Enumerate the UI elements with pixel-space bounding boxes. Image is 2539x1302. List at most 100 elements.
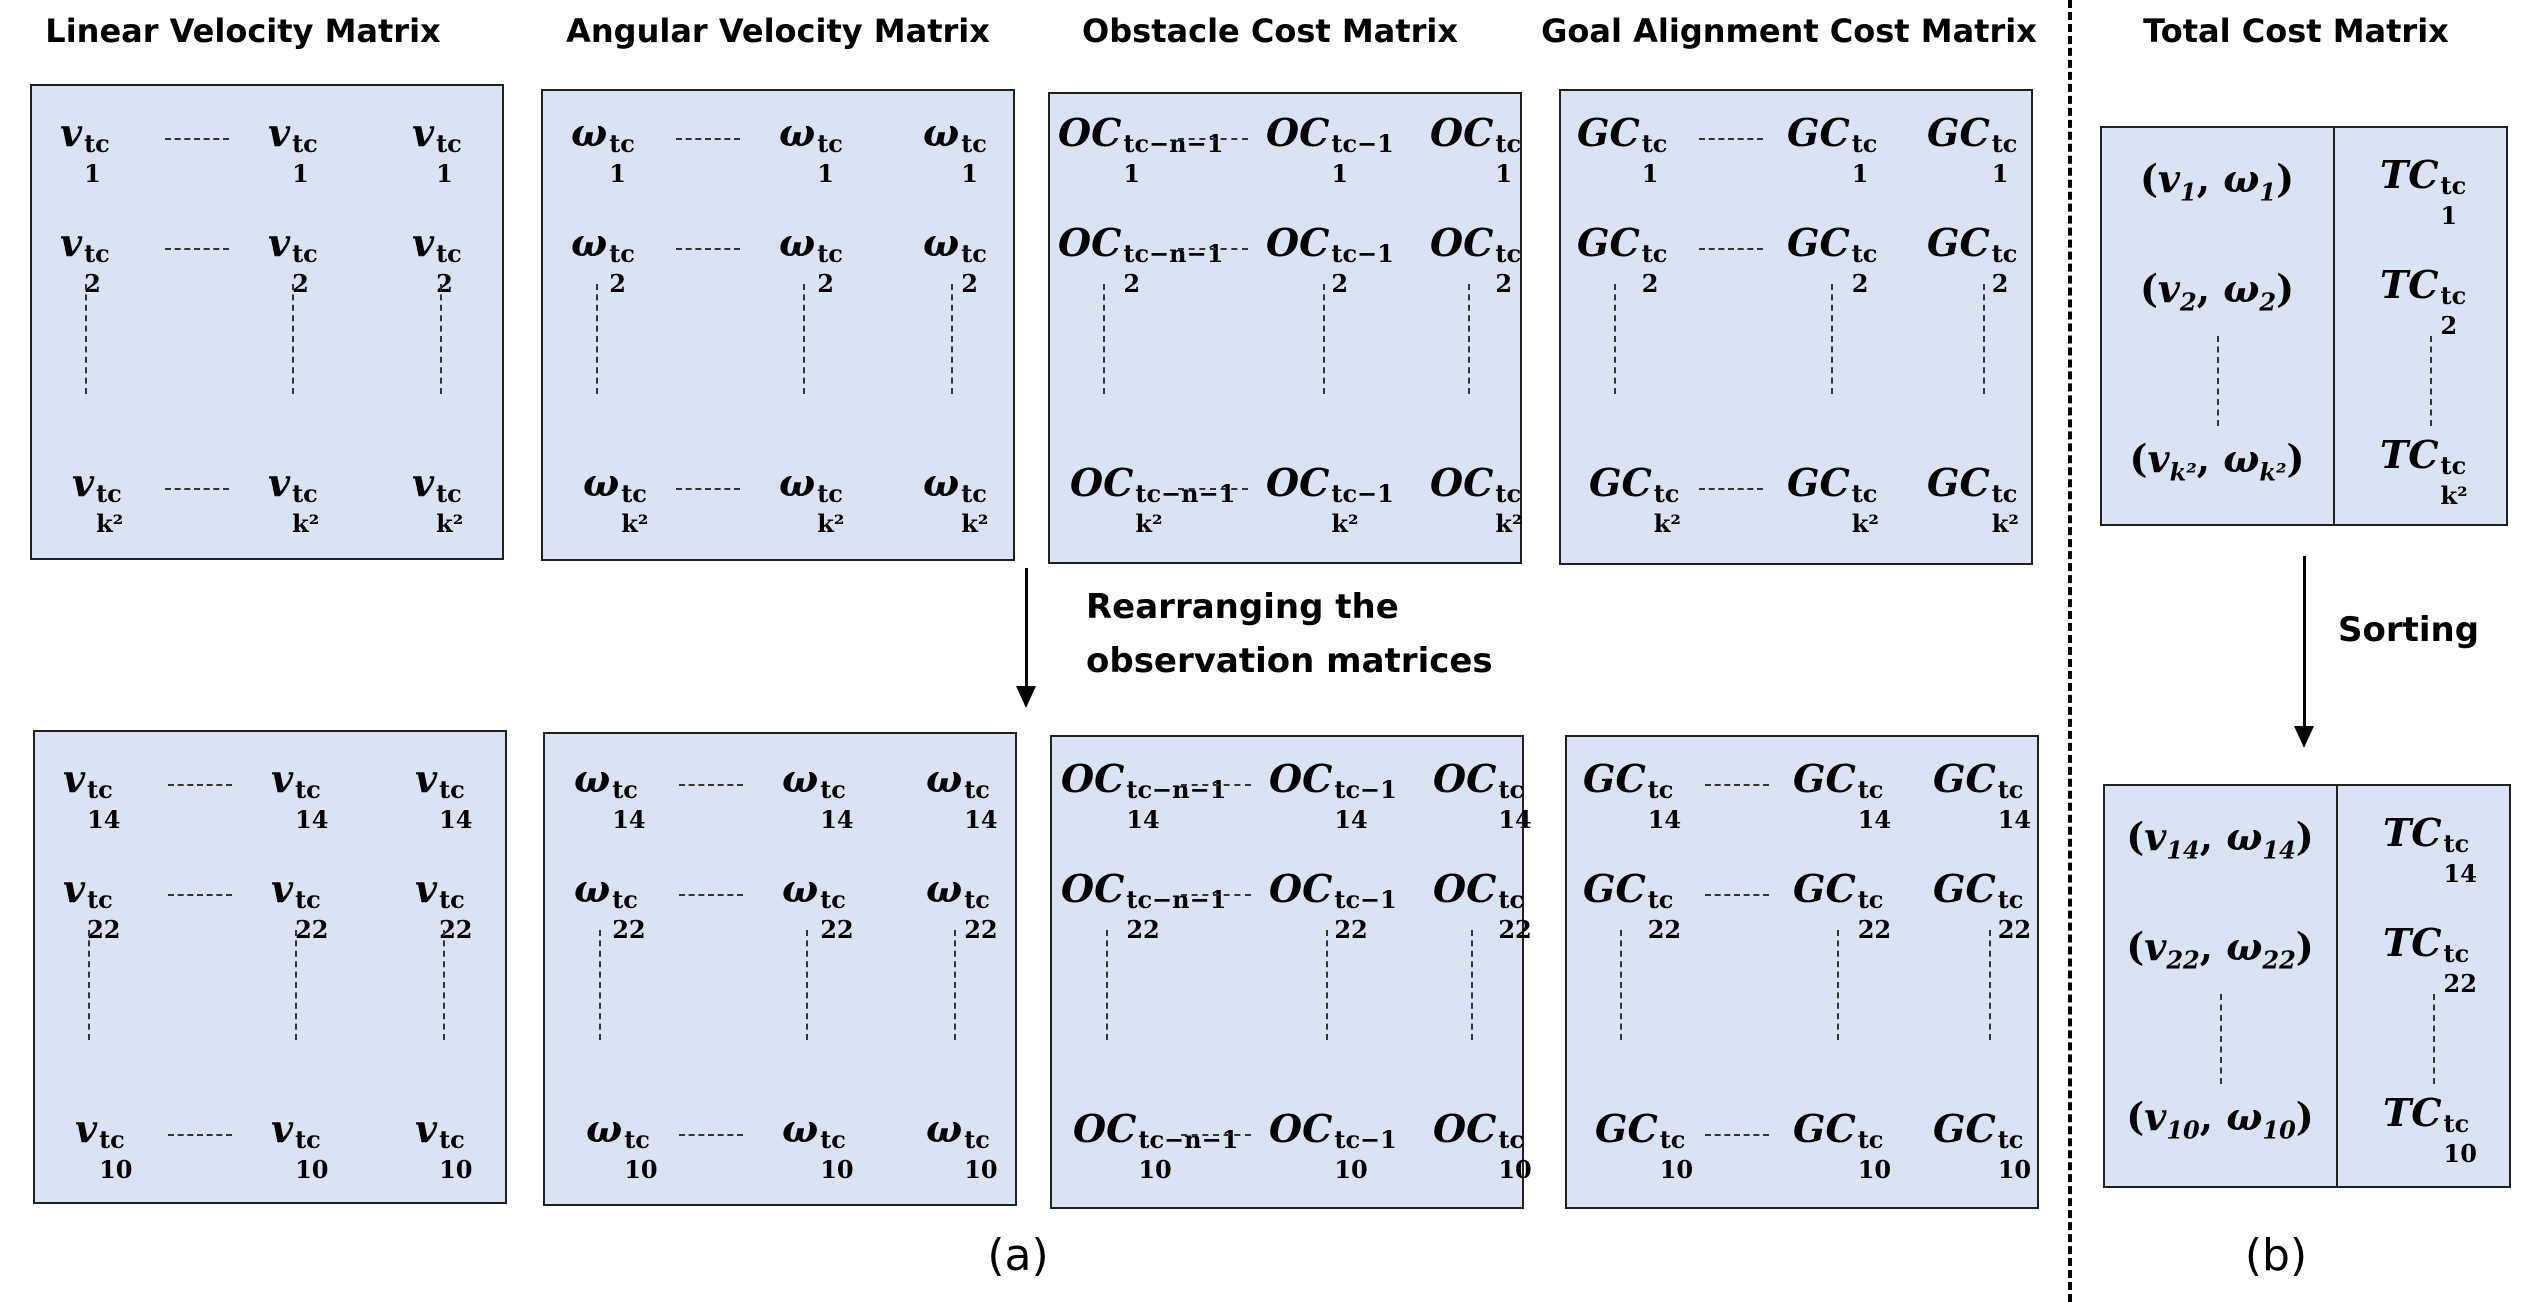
angular-w-top-r1c1-symbol: ω bbox=[571, 110, 608, 155]
total-cost-matrix-title: Total Cost Matrix bbox=[2143, 12, 2449, 50]
linear-v-bottom-r1c1-symbol: v bbox=[63, 756, 86, 801]
angular-w-bottom-r1c3-superscript: tc bbox=[964, 775, 990, 804]
goal-alignment-cost-matrix-top bbox=[1559, 89, 2033, 565]
pair-symbol: v bbox=[2144, 924, 2167, 969]
total-sorted-tc-1-subscript: 14 bbox=[2443, 859, 2477, 888]
linear-v-top-r3c1-superscript: tc bbox=[96, 479, 122, 508]
obstacle-oc-bottom-r2c2-superscript: tc−1 bbox=[1334, 885, 1397, 914]
pair-subscript: 22 bbox=[2262, 945, 2296, 975]
pair-symbol: ω bbox=[2223, 156, 2260, 201]
goal-gc-bottom-r1c1-subscript: 14 bbox=[1647, 805, 1682, 834]
pair-subscript: 2 bbox=[2180, 287, 2197, 317]
angular-w-top-r2c2-superscript: tc bbox=[817, 239, 843, 268]
obstacle-oc-top-r1c1-superscript: tc−n−1 bbox=[1123, 129, 1224, 158]
obstacle-oc-top-r1c1-subscript: 1 bbox=[1123, 159, 1141, 188]
angular-w-top-r1c3-subscript: 1 bbox=[961, 159, 978, 188]
obstacle-oc-bottom-r1c1-superscript: tc−n−1 bbox=[1126, 775, 1227, 804]
angular-velocity-matrix-top bbox=[541, 89, 1015, 561]
ellipsis-dash-vertical bbox=[440, 284, 442, 394]
total-top-tc-3-subscript: k² bbox=[2440, 481, 2468, 510]
angular-velocity-matrix-title: Angular Velocity Matrix bbox=[566, 12, 990, 50]
goal-gc-top-r3c2-superscript: tc bbox=[1851, 479, 1878, 508]
ellipsis-dash-vertical bbox=[596, 284, 598, 394]
ellipsis-dash-vertical bbox=[2220, 994, 2222, 1084]
obstacle-oc-bottom-r1c2-superscript: tc−1 bbox=[1334, 775, 1397, 804]
linear-v-top-r2c2-superscript: tc bbox=[292, 239, 318, 268]
angular-w-top-r1c2-symbol: ω bbox=[779, 110, 816, 155]
angular-w-bottom-r3c2-symbol: ω bbox=[782, 1106, 819, 1151]
angular-w-top-r3c2-subscript: k² bbox=[817, 509, 845, 538]
angular-w-bottom-r2c3-symbol: ω bbox=[926, 866, 963, 911]
linear-v-bottom-r2c1-subscript: 22 bbox=[87, 915, 121, 944]
ellipsis-dash-horizontal bbox=[165, 138, 229, 140]
total-cost-separator-top bbox=[2333, 126, 2335, 526]
linear-v-top-r1c3-superscript: tc bbox=[436, 129, 462, 158]
pair-symbol: ω bbox=[2226, 924, 2263, 969]
angular-w-bottom-r2c1-superscript: tc bbox=[612, 885, 638, 914]
linear-v-top-r2c3-subscript: 2 bbox=[436, 269, 453, 298]
obstacle-oc-top-r2c1-symbol: OC bbox=[1058, 220, 1122, 265]
linear-v-top-r1c3-subscript: 1 bbox=[436, 159, 453, 188]
obstacle-cost-matrix-bottom bbox=[1050, 735, 1524, 1209]
angular-w-top-r2c2-subscript: 2 bbox=[817, 269, 834, 298]
angular-w-top-r2c3-symbol: ω bbox=[923, 220, 960, 265]
obstacle-oc-bottom-r1c1-symbol: OC bbox=[1061, 756, 1125, 801]
angular-w-bottom-r2c2-symbol: ω bbox=[782, 866, 819, 911]
total-sorted-pair-3: (v10, ω10) bbox=[2126, 1094, 2314, 1145]
angular-w-bottom-r1c3-symbol: ω bbox=[926, 756, 963, 801]
section-divider bbox=[2068, 0, 2072, 1302]
obstacle-oc-bottom-r2c3-subscript: 22 bbox=[1498, 915, 1532, 944]
pair-subscript: 1 bbox=[2259, 177, 2277, 207]
linear-v-top-r3c3-subscript: k² bbox=[436, 509, 464, 538]
total-top-tc-1-subscript: 1 bbox=[2440, 201, 2458, 230]
obstacle-oc-top-r3c2-symbol: OC bbox=[1266, 460, 1330, 505]
linear-v-bottom-r2c2-superscript: tc bbox=[295, 885, 321, 914]
linear-v-bottom-r2c3-superscript: tc bbox=[439, 885, 465, 914]
goal-gc-bottom-r3c2-subscript: 10 bbox=[1857, 1155, 1892, 1184]
rearrange-label-line1: Rearranging the bbox=[1086, 587, 1399, 627]
goal-gc-top-r2c2-subscript: 2 bbox=[1851, 269, 1869, 298]
obstacle-oc-bottom-r3c1-subscript: 10 bbox=[1138, 1155, 1172, 1184]
obstacle-oc-bottom-r3c2-subscript: 10 bbox=[1334, 1155, 1368, 1184]
ellipsis-dash-vertical bbox=[443, 930, 445, 1040]
goal-gc-bottom-r3c3-subscript: 10 bbox=[1997, 1155, 2032, 1184]
angular-w-top-r1c3-superscript: tc bbox=[961, 129, 987, 158]
linear-v-bottom-r1c2-superscript: tc bbox=[295, 775, 321, 804]
ellipsis-dash-horizontal bbox=[1178, 138, 1248, 140]
ellipsis-dash-horizontal bbox=[168, 894, 232, 896]
angular-w-bottom-r1c2-superscript: tc bbox=[820, 775, 846, 804]
angular-w-bottom-r2c2-superscript: tc bbox=[820, 885, 846, 914]
linear-v-bottom-r3c1-subscript: 10 bbox=[99, 1155, 133, 1184]
angular-w-bottom-r1c2-symbol: ω bbox=[782, 756, 819, 801]
goal-gc-bottom-r3c1-symbol: GC bbox=[1595, 1106, 1658, 1151]
angular-w-bottom-r1c1-symbol: ω bbox=[574, 756, 611, 801]
obstacle-oc-bottom-r3c1-symbol: OC bbox=[1073, 1106, 1137, 1151]
linear-v-top-r2c1-symbol: v bbox=[60, 220, 83, 265]
pair-symbol: ω bbox=[2223, 266, 2260, 311]
angular-w-bottom-r2c2-subscript: 22 bbox=[820, 915, 854, 944]
goal-gc-bottom-r2c2-subscript: 22 bbox=[1857, 915, 1892, 944]
goal-gc-bottom-r3c2-superscript: tc bbox=[1857, 1125, 1884, 1154]
goal-gc-bottom-r1c2-symbol: GC bbox=[1793, 756, 1856, 801]
ellipsis-dash-vertical bbox=[1326, 930, 1328, 1040]
angular-w-bottom-r2c1-subscript: 22 bbox=[612, 915, 646, 944]
